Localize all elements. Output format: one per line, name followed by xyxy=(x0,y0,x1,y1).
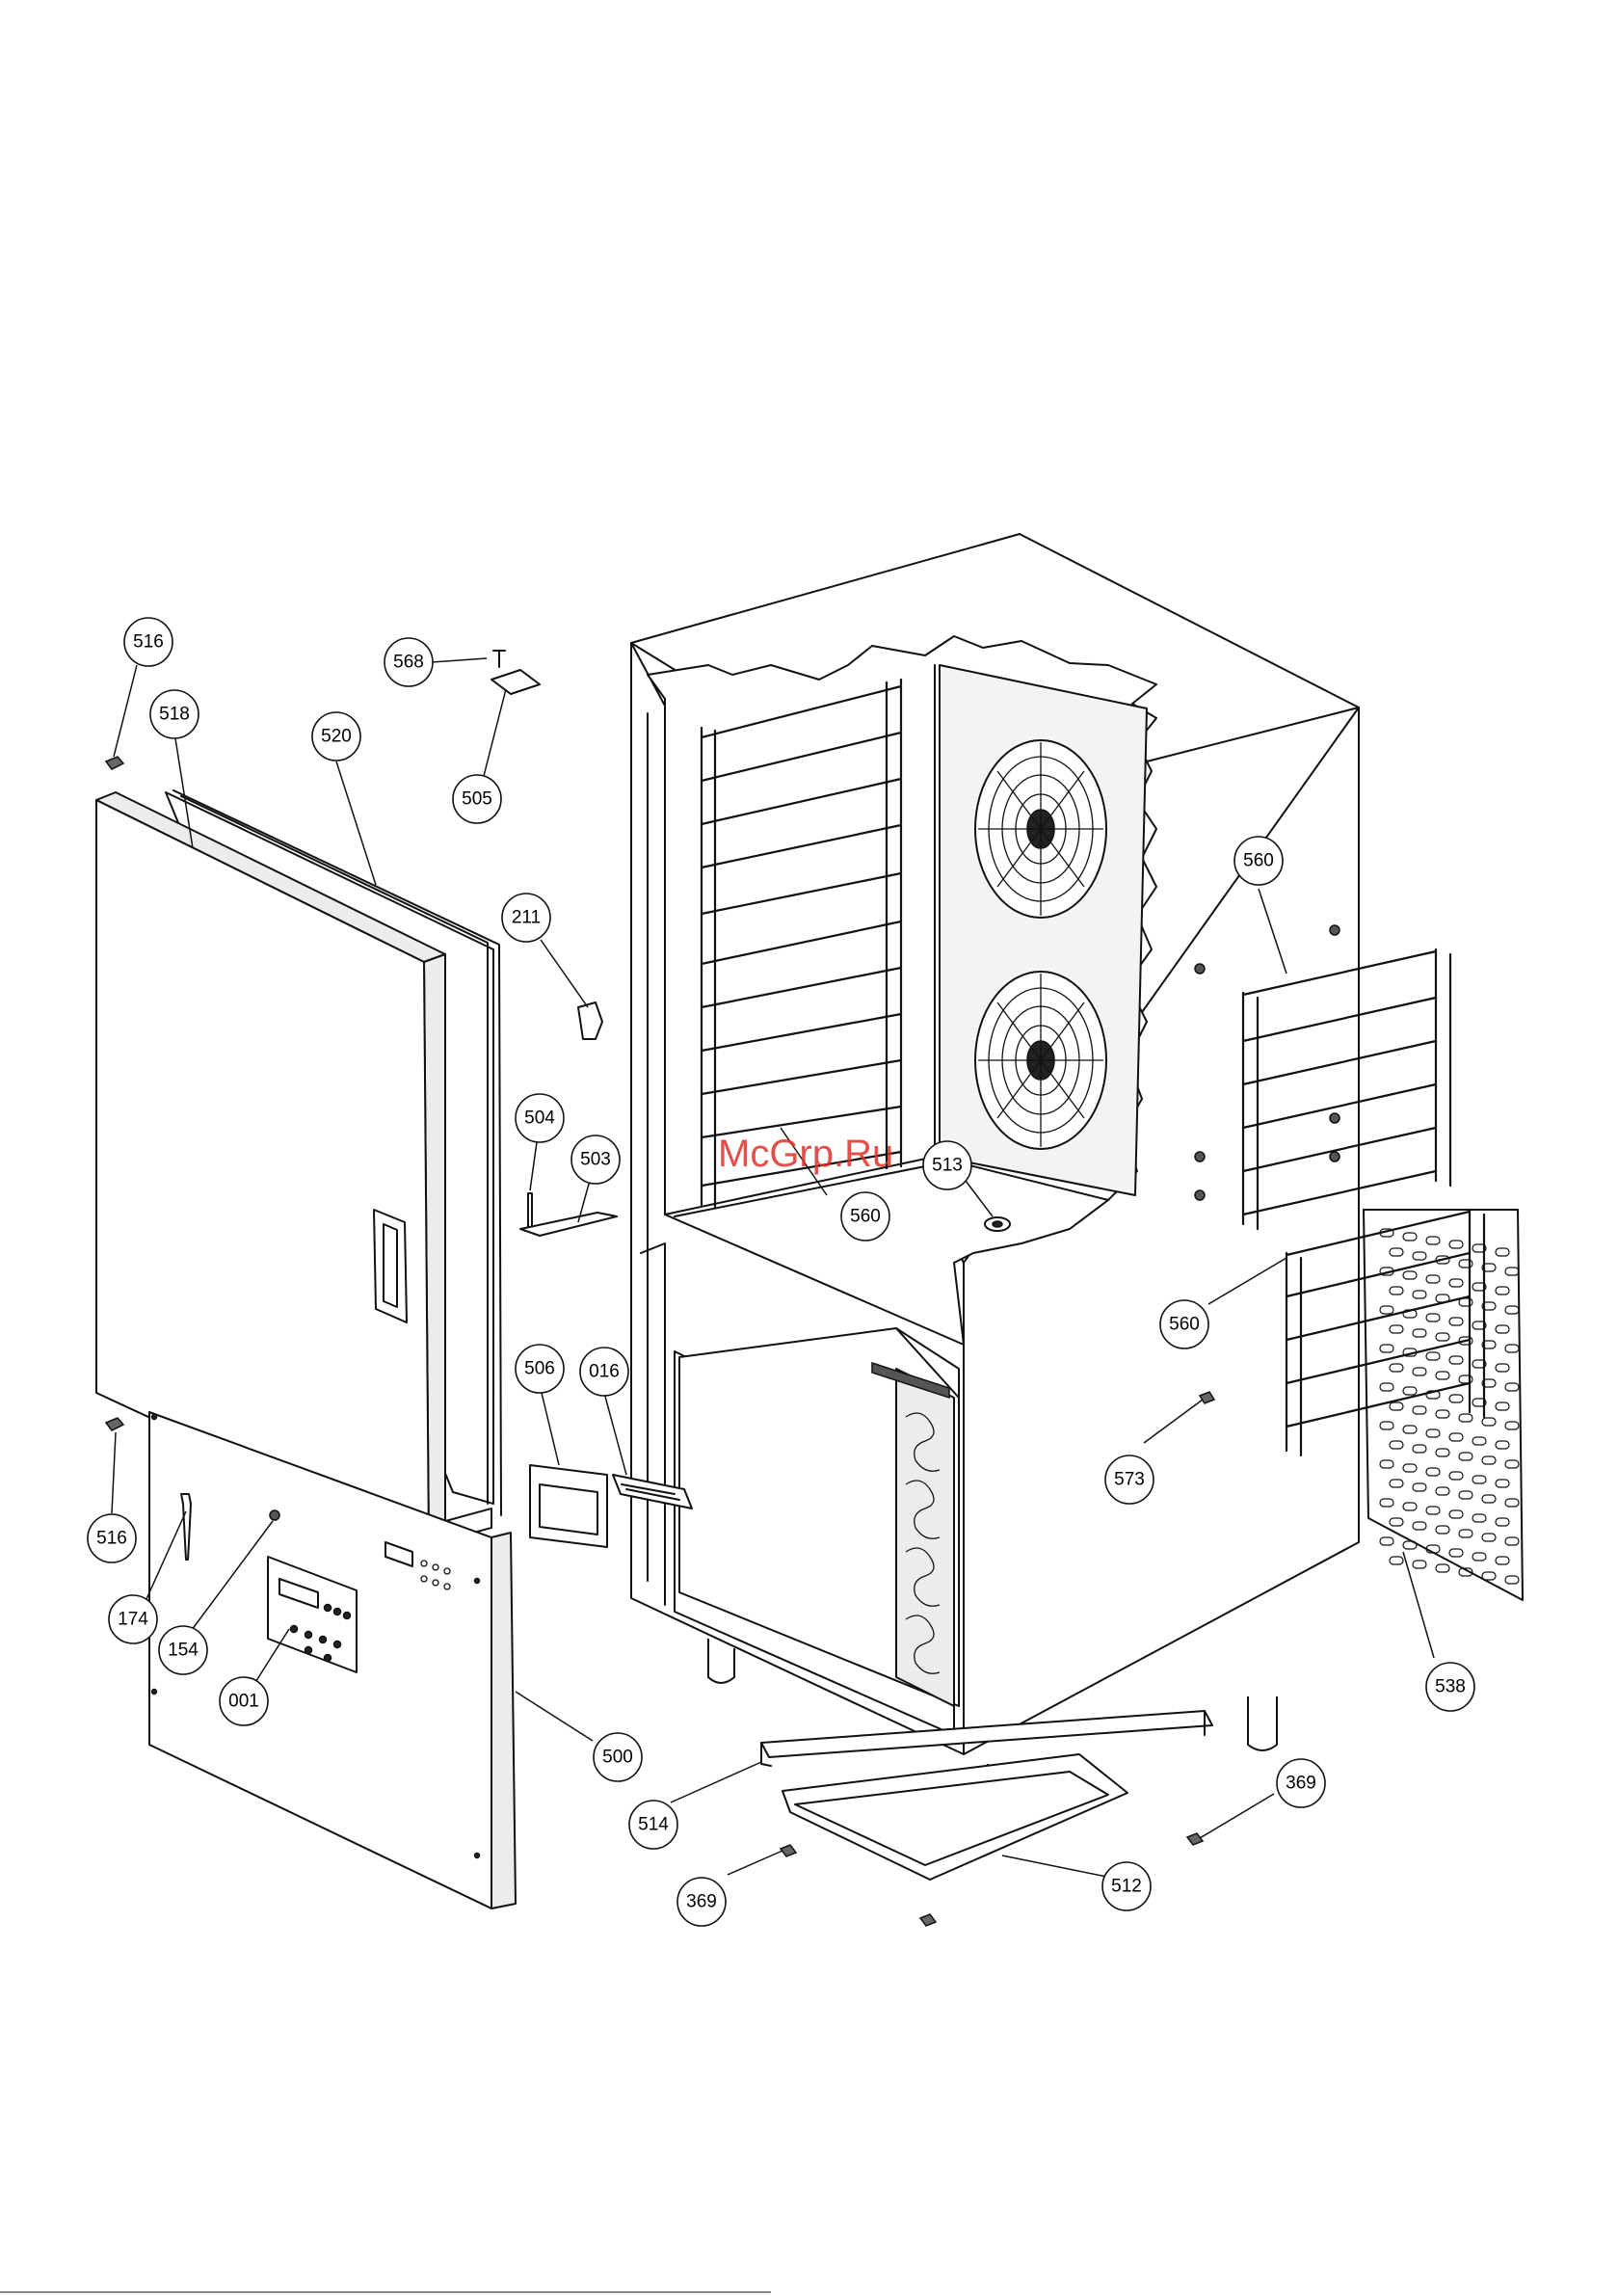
callout-520: 520 xyxy=(312,712,360,761)
callout-503: 503 xyxy=(571,1135,620,1184)
callout-label: 505 xyxy=(462,789,492,810)
callout-512: 512 xyxy=(1102,1862,1151,1910)
perforation-hole xyxy=(1436,1564,1449,1572)
callout-369-right: 369 xyxy=(1277,1759,1325,1807)
callout-label: 512 xyxy=(1111,1877,1142,1897)
callout-label: 520 xyxy=(321,727,352,747)
callout-560-lower: 560 xyxy=(1160,1300,1208,1348)
watermark-text: McGrp.Ru xyxy=(718,1133,893,1175)
callout-label: 516 xyxy=(96,1529,127,1549)
callout-516-top: 516 xyxy=(124,618,172,666)
perforation-hole xyxy=(1413,1561,1426,1568)
callout-369-left: 369 xyxy=(677,1878,726,1926)
callout-label: 174 xyxy=(118,1610,148,1630)
callout-211: 211 xyxy=(502,894,550,942)
callout-label: 560 xyxy=(1243,851,1274,871)
callout-label: 503 xyxy=(580,1150,611,1170)
callout-label: 016 xyxy=(589,1362,620,1382)
callout-label: 568 xyxy=(393,653,424,673)
callout-label: 369 xyxy=(686,1892,717,1912)
perforation-hole xyxy=(1390,1557,1403,1564)
callout-504: 504 xyxy=(516,1094,564,1142)
perforation-hole xyxy=(1380,1537,1393,1545)
lower-fan xyxy=(975,972,1106,1149)
callout-label: 001 xyxy=(228,1692,259,1712)
callout-001: 001 xyxy=(220,1677,268,1725)
perforated-panel xyxy=(1364,1210,1523,1600)
callout-label: 369 xyxy=(1286,1774,1316,1794)
callout-label: 514 xyxy=(638,1815,669,1835)
callout-560-right: 560 xyxy=(1234,837,1283,885)
callout-568: 568 xyxy=(385,638,433,686)
callout-label: 560 xyxy=(1169,1315,1200,1335)
callout-label: 560 xyxy=(850,1207,881,1227)
callout-154: 154 xyxy=(159,1626,207,1674)
callout-label: 154 xyxy=(168,1641,199,1661)
callout-label: 513 xyxy=(932,1156,963,1176)
callout-538: 538 xyxy=(1426,1663,1474,1711)
callout-500: 500 xyxy=(594,1733,642,1781)
callout-label: 504 xyxy=(524,1108,555,1129)
callout-label: 518 xyxy=(159,705,190,725)
callout-573: 573 xyxy=(1105,1455,1154,1504)
callout-505: 505 xyxy=(453,775,501,823)
callout-513: 513 xyxy=(923,1141,971,1189)
callout-506: 506 xyxy=(516,1345,564,1393)
upper-fan xyxy=(975,740,1106,918)
callout-174: 174 xyxy=(109,1595,157,1643)
callout-514: 514 xyxy=(629,1801,677,1849)
callout-label: 516 xyxy=(133,632,164,653)
base-parts xyxy=(761,1711,1212,1880)
callout-016: 016 xyxy=(580,1348,628,1396)
callout-560-inner: 560 xyxy=(841,1192,889,1241)
callout-label: 506 xyxy=(524,1359,555,1379)
callout-518: 518 xyxy=(150,690,199,738)
callout-516-bottom: 516 xyxy=(88,1514,136,1562)
callout-label: 573 xyxy=(1114,1470,1145,1490)
callout-label: 500 xyxy=(602,1748,633,1768)
callout-label: 538 xyxy=(1435,1677,1466,1697)
callout-label: 211 xyxy=(512,908,541,928)
